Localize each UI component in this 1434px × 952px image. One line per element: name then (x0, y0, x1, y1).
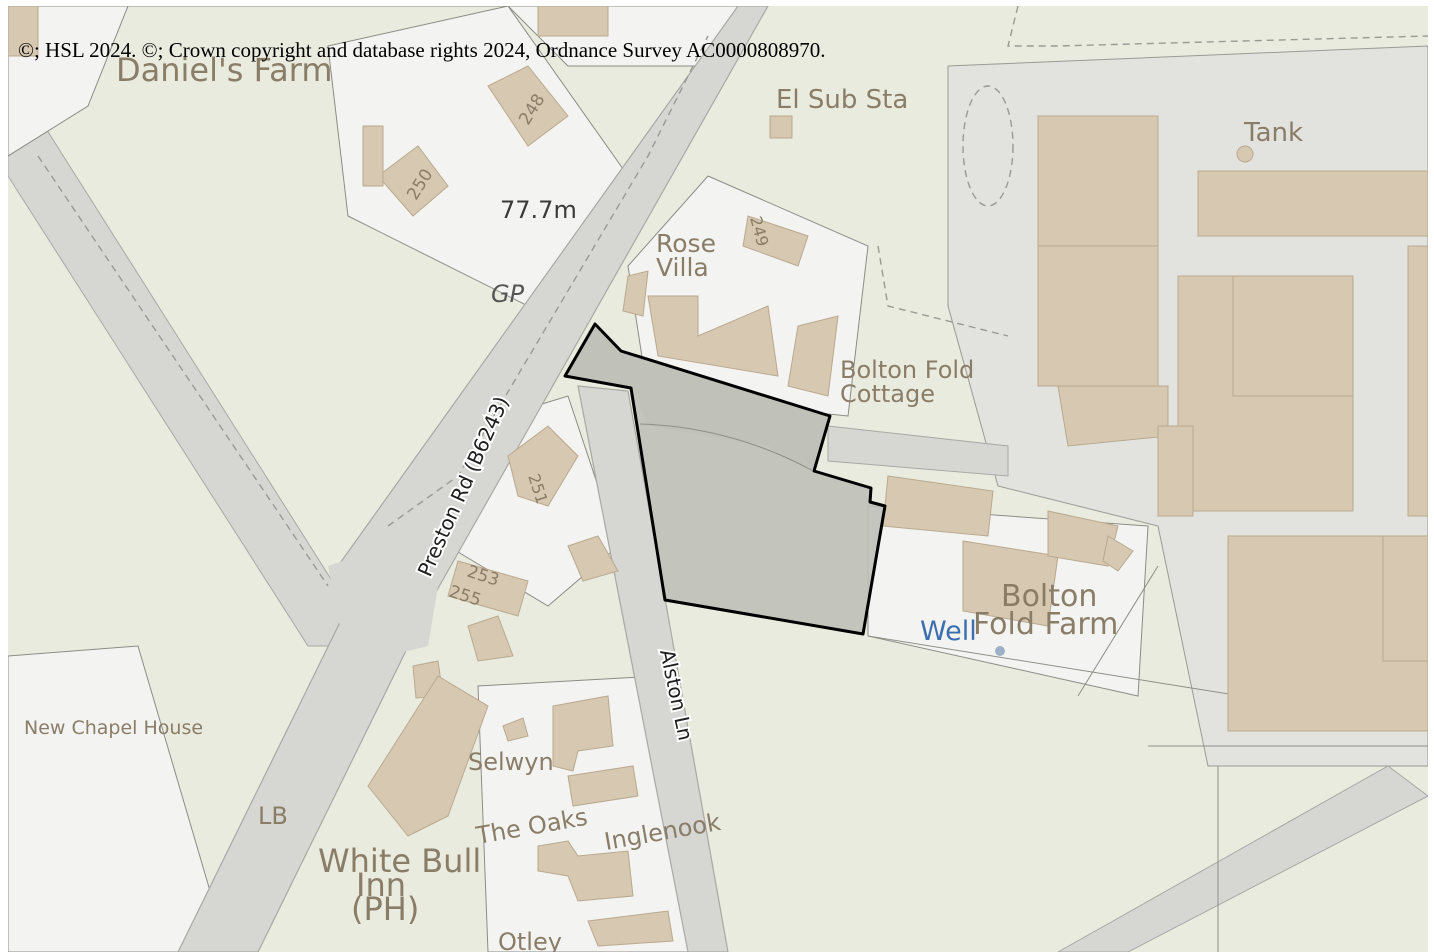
label-bolton: Bolton (1001, 579, 1097, 614)
footpath-dash-2 (877, 245, 1009, 337)
pond-outline (962, 85, 1014, 207)
access-track (827, 425, 1009, 477)
alston-lane (577, 385, 729, 952)
label-bolton-fold: Bolton Fold (840, 356, 974, 384)
map-viewport[interactable]: Daniel's Farm El Sub Sta Tank 248 250 77… (8, 6, 1428, 952)
label-ph: (PH) (351, 890, 419, 928)
footpath-dash-4 (37, 155, 329, 587)
label-el-sub-sta: El Sub Sta (776, 85, 908, 115)
label-selwyn: Selwyn (468, 748, 554, 776)
label-villa: Villa (656, 253, 709, 282)
label-lb: LB (258, 802, 288, 830)
label-fold-farm: Fold Farm (973, 607, 1118, 642)
site-inner-curve (639, 423, 814, 472)
label-inn: Inn (356, 866, 406, 904)
road-junction (328, 526, 448, 666)
map-attribution: ©; HSL 2024. ©; Crown copyright and data… (18, 38, 826, 62)
plot-new-chapel (8, 645, 229, 952)
label-new-chapel-house: New Chapel House (24, 717, 203, 739)
boundary-4 (1077, 565, 1159, 697)
plot-selwyn-oaks (477, 675, 699, 952)
site-map[interactable]: Daniel's Farm El Sub Sta Tank 248 250 77… (8, 6, 1428, 952)
label-cottage: Cottage (840, 380, 935, 408)
site-boundary[interactable] (563, 322, 887, 636)
buildings (8, 6, 1428, 947)
footpath-dash-1 (1007, 6, 1428, 47)
label-otley: Otley (498, 928, 562, 952)
label-white-bull: White Bull (318, 842, 481, 880)
right-lane (1056, 765, 1428, 952)
label-gp: GP (491, 280, 525, 308)
label-well: Well (920, 616, 977, 647)
label-rose: Rose (656, 229, 716, 258)
label-tank: Tank (1243, 118, 1303, 148)
label-daniels-farm: Daniel's Farm (116, 51, 332, 89)
well-marker (995, 646, 1005, 656)
label-spot-height: 77.7m (500, 196, 577, 224)
